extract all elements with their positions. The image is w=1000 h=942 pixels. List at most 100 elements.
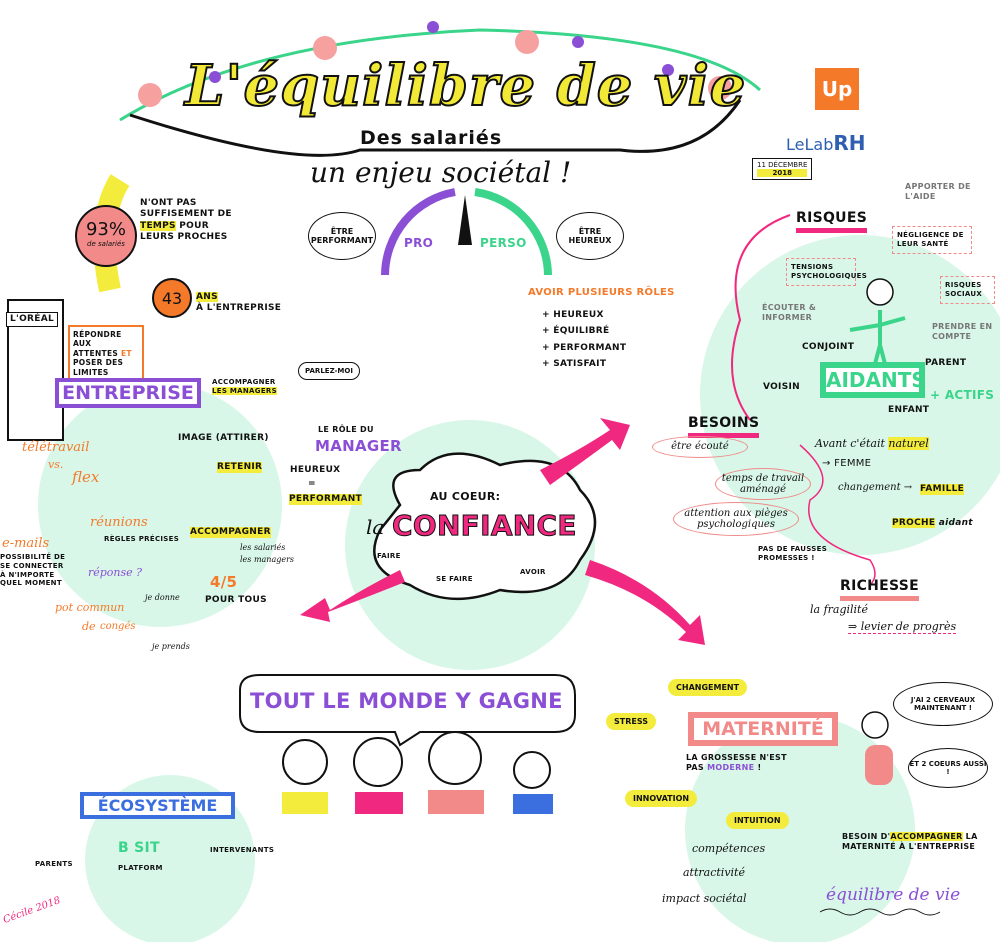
teletravail-label: télétravail <box>22 440 90 455</box>
flex-label: flex <box>72 468 100 486</box>
actifs-label: + ACTIFS <box>930 388 995 402</box>
besoins-title: BESOINS <box>688 415 760 438</box>
conges-label: congés <box>100 621 136 632</box>
pot-commun-label: pot commun <box>55 601 125 614</box>
pink-link <box>731 214 791 421</box>
roles-item: + satisfait <box>542 358 607 369</box>
les-managers-label: les managers <box>240 555 295 564</box>
image-label: image (attirer) <box>178 433 269 443</box>
parents-label: parents <box>35 860 73 868</box>
grossesse-label: la grossesse n'estpas moderne ! <box>686 753 787 772</box>
pour-tous-label: pour tous <box>205 595 267 605</box>
risques-sociaux-label: risques sociaux <box>940 276 995 304</box>
woman-body <box>865 745 893 785</box>
stat-43-circle: 43 <box>152 278 192 318</box>
tagline: un enjeu sociétal ! <box>310 156 572 189</box>
ecouter-label: écouter & informer <box>762 303 817 322</box>
negligence-label: négligence de leur santé <box>892 226 972 254</box>
au-coeur-label: Au coeur: <box>430 490 501 503</box>
gagne-bubble <box>239 674 576 747</box>
tensions-label: tensions psychologiques <box>786 258 867 286</box>
de-label: de <box>82 620 96 633</box>
les-salaries-label: les salariés <box>240 543 286 552</box>
conjoint-label: conjoint <box>802 342 855 352</box>
pink-link-2 <box>799 444 876 586</box>
stat-93-text: N'ont pas suffisement de temps pour leur… <box>140 198 232 242</box>
platform-label: platform <box>118 864 163 872</box>
changement-label: changement → <box>838 482 913 493</box>
bsit-logo: B sit <box>118 840 160 856</box>
green-zone-maternite <box>685 715 915 942</box>
emails-text: possibilité de se connecter à n'importe … <box>0 553 66 588</box>
regles-label: règles précises <box>104 535 180 543</box>
avoir-label: avoir <box>520 568 546 576</box>
retenir-label: retenir <box>217 462 263 474</box>
accompagner-managers: accompagnerles managers <box>212 378 277 395</box>
emails-label: e-mails <box>2 536 50 551</box>
banner-vine <box>119 28 762 122</box>
four-faces <box>282 731 553 814</box>
gauge-pro-label: PRO <box>404 236 434 250</box>
loreal-sign: L'ORÉAL <box>6 312 59 328</box>
besoin-accompagner-label: Besoin d'accompagner la maternité à l'en… <box>842 832 978 851</box>
risques-title: RISQUES <box>796 210 868 233</box>
roles-item: + équilibré <box>542 326 610 337</box>
stat-43-text: ansà l'entreprise <box>196 292 282 314</box>
roles-list: + heureux + équilibré + performant + sat… <box>542 310 626 370</box>
arrow-bottom-left <box>300 570 405 622</box>
vs-label: vs. <box>48 458 64 471</box>
bubble-etre-performant: être performant <box>308 212 376 260</box>
innovation-pill: innovation <box>625 790 698 807</box>
date-calendar: 11 décembre2018 <box>752 158 813 180</box>
parent-label: parent <box>925 358 967 368</box>
gauge-perso-label: PERSO <box>480 236 527 250</box>
gauge-perso <box>474 188 552 276</box>
se-faire-label: se faire <box>436 575 473 583</box>
bubble-etre-heureux: être heureux <box>556 212 624 260</box>
confiance-cloud <box>373 452 597 601</box>
promesses-label: pas de fausses promesses ! <box>758 545 828 562</box>
impact-label: impact sociétal <box>662 892 747 905</box>
ratio-label: 4/5 <box>210 573 238 591</box>
levier-label: ⇒ levier de progrès <box>848 620 957 635</box>
title-banner <box>129 99 742 157</box>
fragilite-label: la fragilité <box>810 603 868 616</box>
je-prends-label: je prends <box>152 642 190 651</box>
performant-label: performant <box>289 494 362 506</box>
green-zone-entreprise <box>38 383 282 627</box>
famille-label: FAMILLE <box>920 484 965 496</box>
stat-93-circle: 93%de salariés <box>75 205 137 267</box>
gagne-title: TOUT LE MONDE Y GAGNE <box>250 689 563 713</box>
arrow-bottom-right <box>585 560 705 645</box>
roles-item: + heureux <box>542 310 604 320</box>
bubble-cerveaux: J'ai 2 cerveaux maintenant ! <box>893 682 993 726</box>
attractivite-label: attractivité <box>683 866 745 879</box>
gauge-needle <box>458 195 472 245</box>
femme-label: → FEMME <box>822 458 872 469</box>
aidants-title: AIDANTS <box>820 362 926 398</box>
intervenants-label: intervenants <box>210 846 275 854</box>
stress-pill: stress <box>606 713 657 730</box>
voisin-label: voisin <box>763 382 800 392</box>
competences-label: compétences <box>692 842 766 855</box>
equilibre-label: équilibre de vie <box>826 885 961 905</box>
bubble-parlez-moi: parlez-moi <box>298 362 360 380</box>
heureux-label: heureux <box>290 465 341 475</box>
reunions-label: réunions <box>90 515 148 530</box>
confiance-title: CONFIANCE <box>392 509 578 543</box>
prendre-label: prendre en compte <box>932 322 993 341</box>
accompagner-label: accompagner <box>190 527 271 539</box>
changement-pill: changement <box>668 679 748 696</box>
role-du-label: le rôle du <box>318 425 374 434</box>
bubble-coeurs: Et 2 coeurs aussi ! <box>908 748 988 788</box>
apporter-label: apporter de l'aide <box>905 182 971 201</box>
manager-title: MANAGER <box>315 437 402 455</box>
je-donne-label: je donne <box>145 593 180 602</box>
etre-ecoute-label: être écouté <box>652 436 748 458</box>
richesse-title: RICHESSE <box>840 578 920 601</box>
lelab-logo: LeLabRH <box>786 131 866 155</box>
reponse-label: réponse ? <box>88 566 143 579</box>
main-title: L'équilibre de vie <box>184 53 747 119</box>
up-logo: Up <box>815 68 859 110</box>
attention-label: attention aux pièges psychologiques <box>673 502 799 536</box>
